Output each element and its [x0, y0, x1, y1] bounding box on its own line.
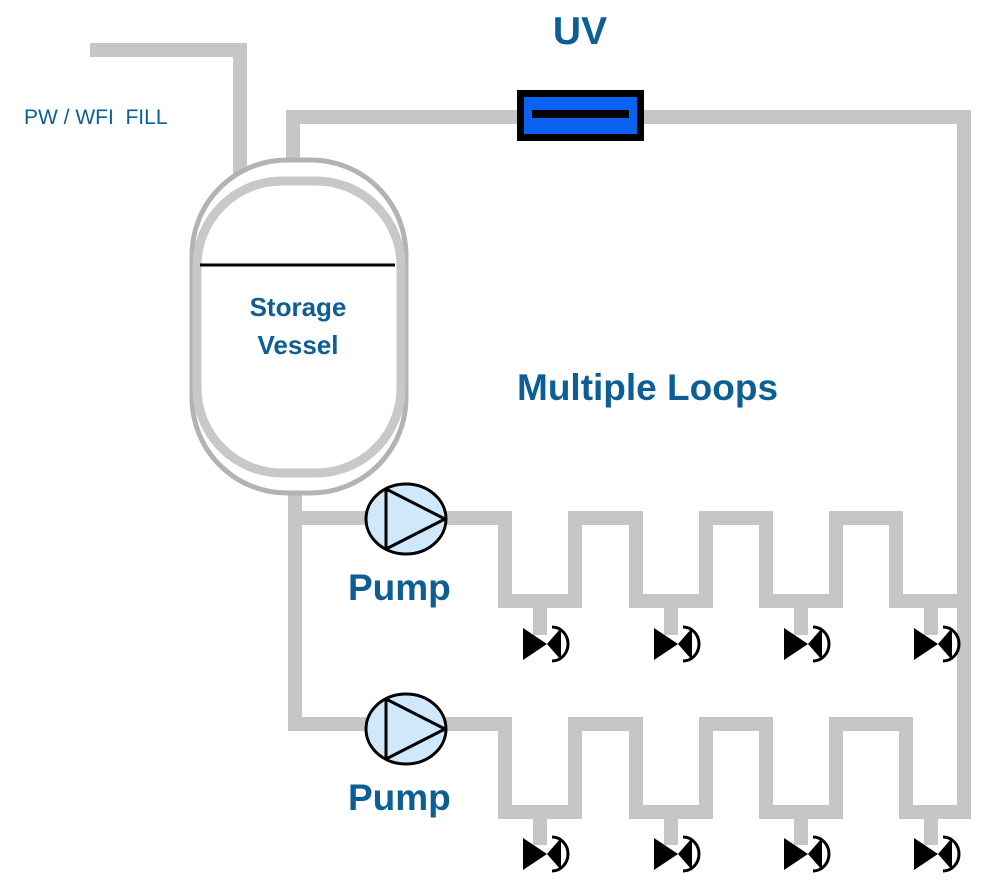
- fill-pipe: [90, 43, 247, 179]
- pump-2-suction-pipe: [288, 511, 377, 731]
- valve-icon: [523, 625, 570, 663]
- valve-icon: [654, 835, 701, 873]
- valves: [523, 625, 961, 873]
- uv-lamp-icon: [517, 90, 644, 141]
- pump-1-label: Pump: [348, 567, 451, 608]
- pump-2-label: Pump: [348, 777, 451, 818]
- uv-label: UV: [553, 10, 607, 53]
- storage-vessel-label: Storage: [250, 292, 347, 322]
- fill-label: PW / WFI FILL: [24, 106, 168, 129]
- loop-1-pipe: [431, 511, 917, 608]
- valve-icon: [523, 835, 570, 873]
- storage-vessel-label-line2: Vessel: [258, 330, 339, 360]
- valve-icon: [784, 835, 831, 873]
- loop-2-pipe: [431, 717, 913, 819]
- valve-icon: [784, 625, 831, 663]
- return-pipe: [286, 110, 971, 819]
- valve-icon: [654, 625, 701, 663]
- pump-2-icon: [364, 692, 448, 766]
- pump-1-icon: [364, 482, 448, 556]
- multiple-loops-label: Multiple Loops: [517, 367, 778, 408]
- valve-icon: [914, 835, 961, 873]
- storage-vessel: [189, 157, 409, 496]
- valve-icon: [914, 625, 961, 663]
